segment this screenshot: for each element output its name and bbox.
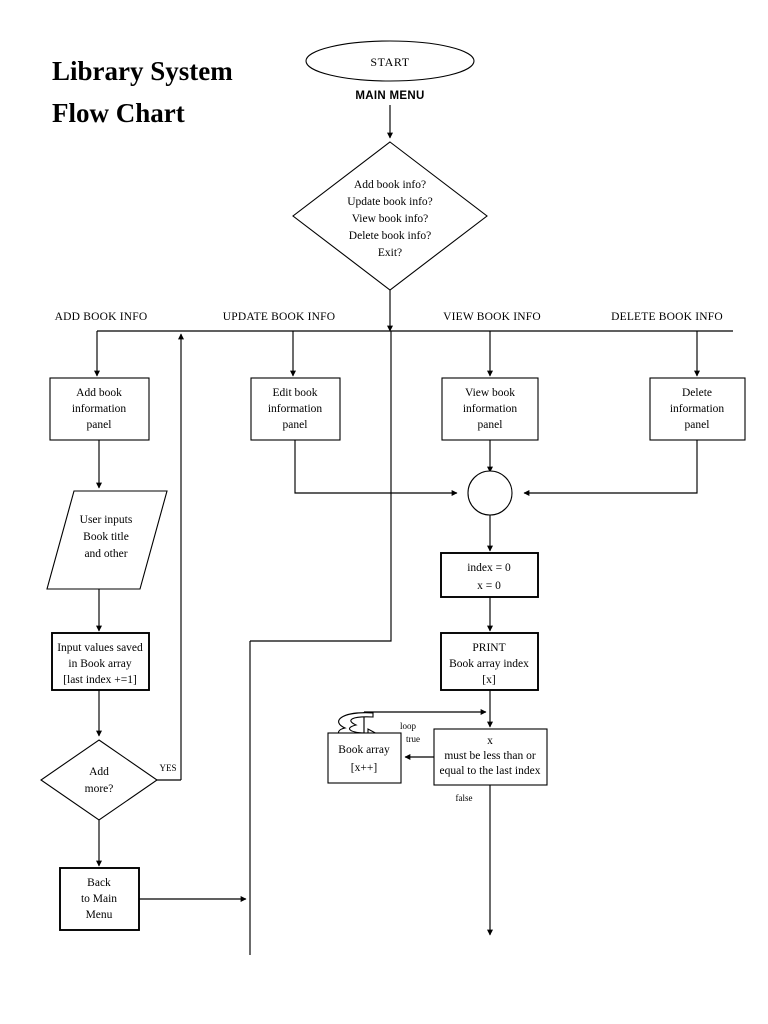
user-input-line1: User inputs <box>80 514 133 526</box>
page-title-line1: Library System <box>52 56 233 86</box>
edit-panel-box <box>250 377 341 441</box>
page-title-line2: Flow Chart <box>52 98 185 128</box>
save-values-box <box>51 632 150 691</box>
add-panel-line2: information <box>72 403 127 415</box>
book-array-inc-box <box>327 732 402 784</box>
delete-panel-box <box>649 377 746 441</box>
print-book-line1: PRINT <box>472 642 505 654</box>
edit-panel-line1: Edit book <box>272 387 317 399</box>
bounds-check-line3: equal to the last index <box>440 765 541 777</box>
user-input-parallelogram <box>46 490 168 590</box>
branch-label-delete: DELETE BOOK INFO <box>611 311 723 323</box>
delete-panel-line1: Delete <box>682 387 712 399</box>
edge-label-true: true <box>406 734 420 744</box>
add-panel-line1: Add book <box>76 387 122 399</box>
delete-panel-line3: panel <box>685 419 710 431</box>
edge-label-false: false <box>456 793 473 803</box>
back-main-line2: to Main <box>81 893 117 905</box>
edit-panel-line2: information <box>268 403 323 415</box>
edge-delete-panel-to-merge <box>523 440 698 496</box>
back-main-line1: Back <box>87 877 111 889</box>
menu-decision-line5: Exit? <box>378 247 402 259</box>
start-label: START <box>370 55 409 69</box>
user-input-line2: Book title <box>83 531 129 543</box>
back-main-line3: Menu <box>86 909 113 921</box>
edge-label-loop: loop <box>400 721 417 731</box>
init-index-box <box>440 552 539 598</box>
add-more-line2: more? <box>85 783 114 795</box>
menu-decision-line1: Add book info? <box>354 179 426 191</box>
edge-label-yes: YES <box>159 763 176 773</box>
book-array-inc-line1: Book array <box>338 744 390 756</box>
add-more-decision-diamond <box>40 739 158 821</box>
edge-bus-to-left-return-rail <box>250 331 392 642</box>
user-input-line3: and other <box>84 548 127 560</box>
print-book-line3: [x] <box>482 674 495 686</box>
print-book-box <box>440 632 539 691</box>
init-index-line2: x = 0 <box>477 580 501 592</box>
view-panel-box <box>441 377 539 441</box>
add-more-line1: Add <box>89 766 109 778</box>
menu-decision-line3: View book info? <box>352 213 429 225</box>
add-panel-box <box>49 377 150 441</box>
edge-edit-panel-to-merge <box>294 440 458 496</box>
save-values-line3: [last index +=1] <box>63 674 137 686</box>
bounds-check-line2: must be less than or <box>444 750 536 762</box>
branch-label-update: UPDATE BOOK INFO <box>223 311 335 323</box>
delete-panel-line2: information <box>670 403 725 415</box>
branch-label-view: VIEW BOOK INFO <box>443 311 541 323</box>
init-index-line1: index = 0 <box>467 562 511 574</box>
branch-label-add: ADD BOOK INFO <box>55 311 148 323</box>
start-terminator <box>305 40 475 82</box>
print-book-line2: Book array index <box>449 658 529 670</box>
save-values-line1: Input values saved <box>57 642 143 654</box>
merge-connector-circle <box>467 470 513 516</box>
main-menu-label: MAIN MENU <box>355 90 424 102</box>
bounds-check-line1: x <box>487 735 493 747</box>
edit-panel-line3: panel <box>283 419 308 431</box>
menu-decision-line4: Delete book info? <box>349 230 431 242</box>
view-panel-line3: panel <box>478 419 503 431</box>
save-values-line2: in Book array <box>68 658 131 670</box>
add-panel-line3: panel <box>87 419 112 431</box>
view-panel-line1: View book <box>465 387 515 399</box>
view-panel-line2: information <box>463 403 518 415</box>
menu-decision-line2: Update book info? <box>347 196 433 208</box>
book-array-inc-line2: [x++] <box>351 762 377 774</box>
